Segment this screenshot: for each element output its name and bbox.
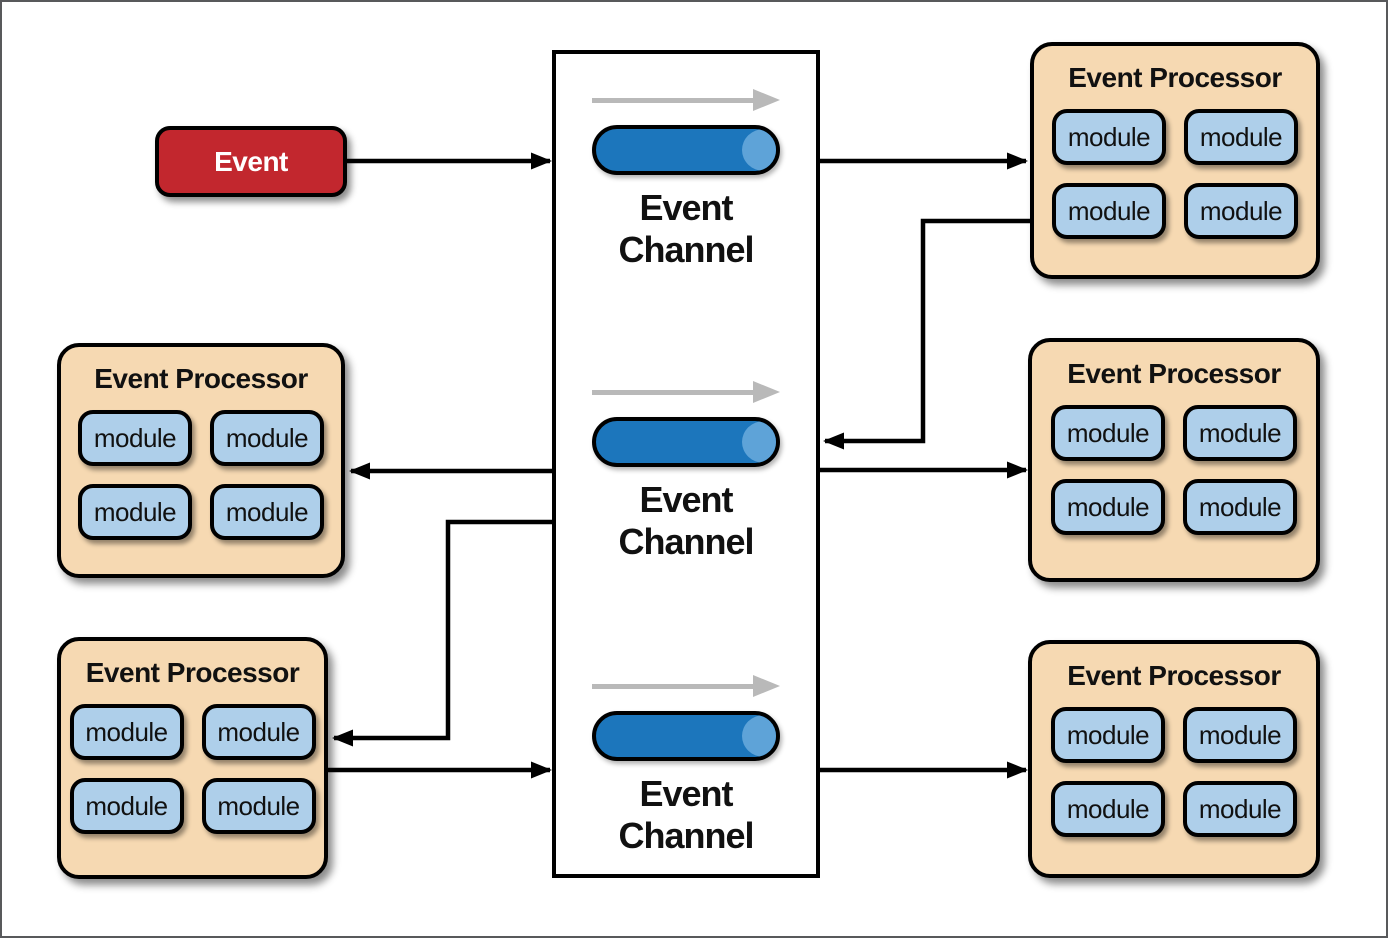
flow-arrow-line xyxy=(592,97,754,103)
module-box: module xyxy=(1051,405,1165,461)
event-channel-label: Event Channel xyxy=(618,479,754,562)
module-box: module xyxy=(69,778,184,834)
arrow-processor-top-right-feedback-to-channel xyxy=(823,218,1032,450)
flow-arrow-head xyxy=(753,381,780,403)
event-processor-title: Event Processor xyxy=(1067,358,1281,389)
flow-arrow-head xyxy=(753,675,780,697)
flow-arrow-line xyxy=(592,683,754,689)
module-box: module xyxy=(201,778,316,834)
event-processor-top-right: Event Processor module module module mod… xyxy=(1030,42,1320,279)
event-queue-cylinder-icon xyxy=(592,417,780,467)
event-processor-bottom-right: Event Processor module module module mod… xyxy=(1028,640,1320,878)
module-box: module xyxy=(1052,109,1166,165)
event-processor-title: Event Processor xyxy=(1068,62,1282,93)
flow-direction-arrow-icon xyxy=(592,89,780,111)
module-box: module xyxy=(1051,707,1165,763)
event-processor-middle-right: Event Processor module module module mod… xyxy=(1028,338,1320,582)
module-box: module xyxy=(78,410,192,466)
module-grid: module module module module xyxy=(69,704,316,834)
event-channel-group: Event Channel xyxy=(556,89,816,271)
module-grid: module module module module xyxy=(1052,109,1298,239)
event-channel-label: Event Channel xyxy=(618,773,754,856)
module-box: module xyxy=(1183,781,1297,837)
cylinder-cap xyxy=(742,129,776,171)
flow-direction-arrow-icon xyxy=(592,381,780,403)
event-processor-title: Event Processor xyxy=(85,657,300,688)
event-processor-bottom-left: Event Processor module module module mod… xyxy=(57,637,328,879)
module-grid: module module module module xyxy=(78,410,324,540)
module-box: module xyxy=(1183,707,1297,763)
event-source-box: Event xyxy=(155,126,347,197)
flow-arrow-head xyxy=(753,89,780,111)
event-processor-title: Event Processor xyxy=(1067,660,1281,691)
arrow-channel-to-processor-bottom-left xyxy=(332,519,552,747)
module-box: module xyxy=(201,704,316,760)
module-box: module xyxy=(1051,781,1165,837)
module-box: module xyxy=(210,410,324,466)
event-source-label: Event xyxy=(214,145,288,177)
module-box: module xyxy=(1184,183,1298,239)
event-channel-label: Event Channel xyxy=(618,187,754,270)
module-box: module xyxy=(78,484,192,540)
event-processor-title: Event Processor xyxy=(94,363,308,394)
cylinder-cap xyxy=(742,715,776,757)
module-box: module xyxy=(1183,479,1297,535)
event-channel-group: Event Channel xyxy=(556,675,816,857)
event-processor-middle-left: Event Processor module module module mod… xyxy=(57,343,345,578)
module-grid: module module module module xyxy=(1051,405,1297,535)
flow-direction-arrow-icon xyxy=(592,675,780,697)
module-box: module xyxy=(210,484,324,540)
event-queue-cylinder-icon xyxy=(592,125,780,175)
module-box: module xyxy=(69,704,184,760)
module-grid: module module module module xyxy=(1051,707,1297,837)
event-channel-group: Event Channel xyxy=(556,381,816,563)
event-queue-cylinder-icon xyxy=(592,711,780,761)
module-box: module xyxy=(1052,183,1166,239)
event-channel-frame: Event Channel Event Channel Event Channe… xyxy=(552,50,820,878)
module-box: module xyxy=(1051,479,1165,535)
module-box: module xyxy=(1183,405,1297,461)
cylinder-cap xyxy=(742,421,776,463)
module-box: module xyxy=(1184,109,1298,165)
flow-arrow-line xyxy=(592,389,754,395)
